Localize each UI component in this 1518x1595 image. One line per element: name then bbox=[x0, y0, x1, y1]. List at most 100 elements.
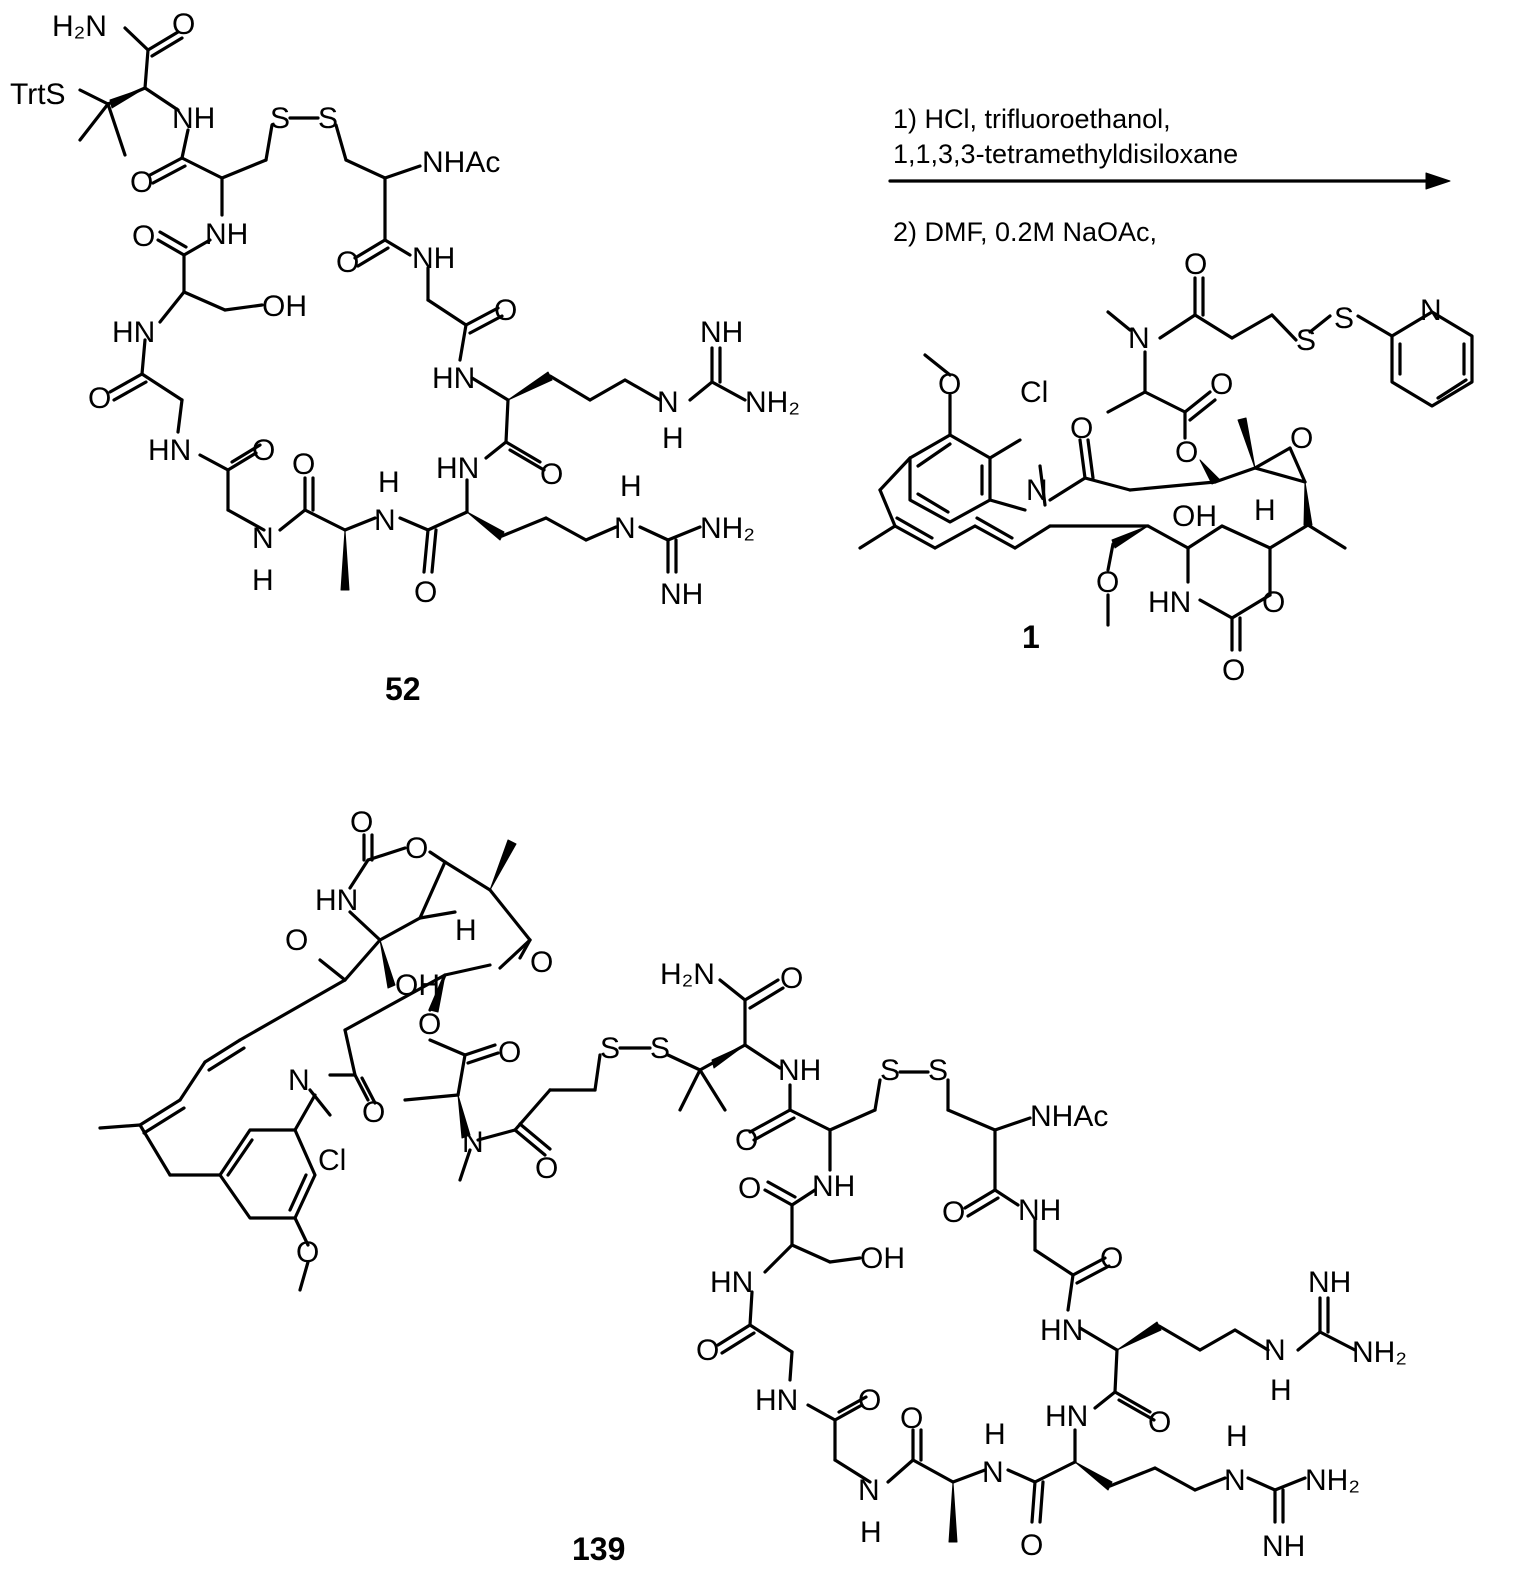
label-cl: Cl bbox=[1020, 376, 1048, 409]
label-n: N bbox=[462, 1126, 484, 1159]
label-nh: NH bbox=[778, 1054, 821, 1087]
label-o: O bbox=[498, 1036, 521, 1069]
label-h: H bbox=[378, 466, 400, 499]
label-o: O bbox=[1148, 1406, 1171, 1439]
label-o: O bbox=[780, 962, 803, 995]
condition-step2-line1: 2) DMF, 0.2M NaOAc, bbox=[893, 217, 1157, 247]
label-o: O bbox=[1262, 586, 1285, 619]
label-o: O bbox=[535, 1152, 558, 1185]
label-nh: NH bbox=[1018, 1194, 1061, 1227]
label-hn: HN bbox=[315, 884, 358, 917]
label-h: H bbox=[860, 1516, 882, 1549]
label-h: H bbox=[1270, 1374, 1292, 1407]
label-o: O bbox=[858, 1384, 881, 1417]
label-hn: HN bbox=[1045, 1400, 1088, 1433]
label-nh2: NH₂ bbox=[700, 512, 755, 545]
label-n: N bbox=[1264, 1334, 1286, 1367]
label-o: O bbox=[350, 806, 373, 839]
label-hn: HN bbox=[1148, 586, 1191, 619]
label-o: O bbox=[738, 1172, 761, 1205]
label-o: O bbox=[1184, 248, 1207, 281]
label-h2n: H₂N bbox=[52, 10, 107, 43]
label-nh: NH bbox=[412, 242, 455, 275]
label-oh: OH bbox=[395, 969, 440, 1002]
label-h: H bbox=[1254, 494, 1276, 527]
label-o: O bbox=[735, 1124, 758, 1157]
label-o: O bbox=[296, 1236, 319, 1269]
label-nh: NH bbox=[700, 316, 743, 349]
label-n: N bbox=[657, 386, 679, 419]
label-hn: HN bbox=[432, 362, 475, 395]
label-o: O bbox=[1290, 422, 1313, 455]
label-nh: NH bbox=[205, 218, 248, 251]
label-o: O bbox=[336, 246, 359, 279]
label-s: S bbox=[1334, 302, 1354, 335]
label-trts: TrtS bbox=[10, 78, 66, 111]
label-hn: HN bbox=[710, 1266, 753, 1299]
label-h: H bbox=[252, 564, 274, 597]
label-o: O bbox=[172, 8, 195, 41]
label-o: O bbox=[900, 1402, 923, 1435]
label-nh2: NH₂ bbox=[745, 386, 800, 419]
label-o: O bbox=[405, 832, 428, 865]
label-hn: HN bbox=[1040, 1314, 1083, 1347]
label-nh: NH bbox=[660, 578, 703, 611]
label-o: O bbox=[130, 166, 153, 199]
label-o: O bbox=[530, 946, 553, 979]
label-o: O bbox=[285, 924, 308, 957]
label-o: O bbox=[1210, 368, 1233, 401]
label-o: O bbox=[494, 294, 517, 327]
label-o: O bbox=[942, 1196, 965, 1229]
label-n: N bbox=[1128, 322, 1150, 355]
label-h: H bbox=[984, 1418, 1006, 1451]
label-o: O bbox=[938, 368, 961, 401]
label-nh2: NH₂ bbox=[1352, 1336, 1407, 1369]
label-o: O bbox=[292, 448, 315, 481]
label-h: H bbox=[455, 914, 477, 947]
compound-id-1: 1 bbox=[1022, 619, 1040, 655]
label-o: O bbox=[540, 458, 563, 491]
label-hn: HN bbox=[755, 1384, 798, 1417]
label-h: H bbox=[1226, 1420, 1248, 1453]
label-n: N bbox=[1026, 474, 1048, 507]
label-s: S bbox=[318, 102, 338, 135]
label-s: S bbox=[650, 1032, 670, 1065]
label-o: O bbox=[1175, 436, 1198, 469]
label-n: N bbox=[982, 1456, 1004, 1489]
label-nh: NH bbox=[812, 1170, 855, 1203]
label-n: N bbox=[858, 1474, 880, 1507]
label-o: O bbox=[1222, 654, 1245, 687]
label-o: O bbox=[696, 1334, 719, 1367]
label-o: O bbox=[362, 1096, 385, 1129]
label-nhac: NHAc bbox=[1030, 1100, 1108, 1133]
label-o: O bbox=[414, 576, 437, 609]
label-s: S bbox=[1296, 324, 1316, 357]
label-nh: NH bbox=[1262, 1530, 1305, 1563]
label-o: O bbox=[1100, 1242, 1123, 1275]
label-o: O bbox=[1096, 566, 1119, 599]
label-h: H bbox=[662, 422, 684, 455]
label-o: O bbox=[252, 434, 275, 467]
label-nhac: NHAc bbox=[422, 146, 500, 179]
label-s: S bbox=[600, 1032, 620, 1065]
compound-id-139: 139 bbox=[572, 1531, 625, 1567]
label-oh: OH bbox=[1172, 500, 1217, 533]
reaction-arrow bbox=[890, 173, 1450, 189]
label-n: N bbox=[1420, 294, 1442, 327]
label-o: O bbox=[1070, 412, 1093, 445]
label-o: O bbox=[418, 1008, 441, 1041]
label-n: N bbox=[1224, 1464, 1246, 1497]
label-oh: OH bbox=[262, 290, 307, 323]
label-h2n: H₂N bbox=[660, 958, 715, 991]
condition-step1-line2: 1,1,3,3-tetramethyldisiloxane bbox=[893, 139, 1238, 169]
label-s: S bbox=[928, 1054, 948, 1087]
label-n: N bbox=[374, 504, 396, 537]
label-s: S bbox=[270, 102, 290, 135]
label-hn: HN bbox=[112, 316, 155, 349]
label-nh: NH bbox=[172, 102, 215, 135]
label-o: O bbox=[132, 220, 155, 253]
label-oh: OH bbox=[860, 1242, 905, 1275]
label-s: S bbox=[880, 1054, 900, 1087]
label-nh: NH bbox=[1308, 1266, 1351, 1299]
